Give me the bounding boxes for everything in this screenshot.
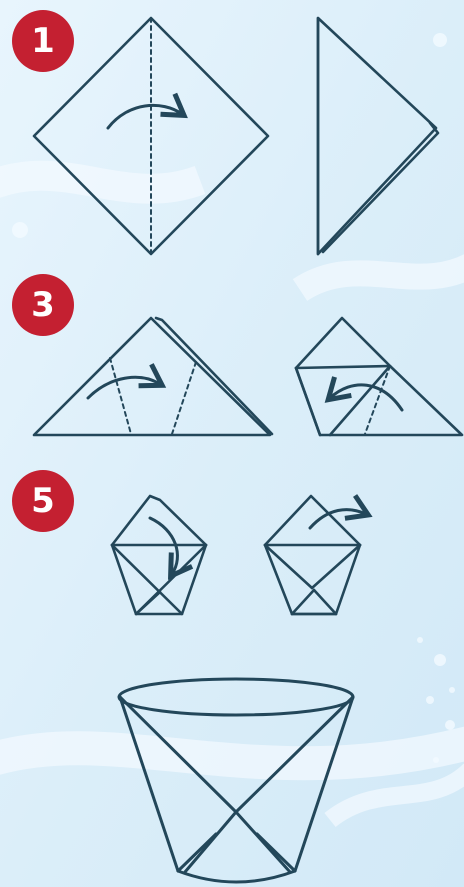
step-number-badge-3: 3 xyxy=(12,274,74,336)
step-number-badge-1: 1 xyxy=(12,10,74,72)
step-number-badge-5: 5 xyxy=(12,470,74,532)
